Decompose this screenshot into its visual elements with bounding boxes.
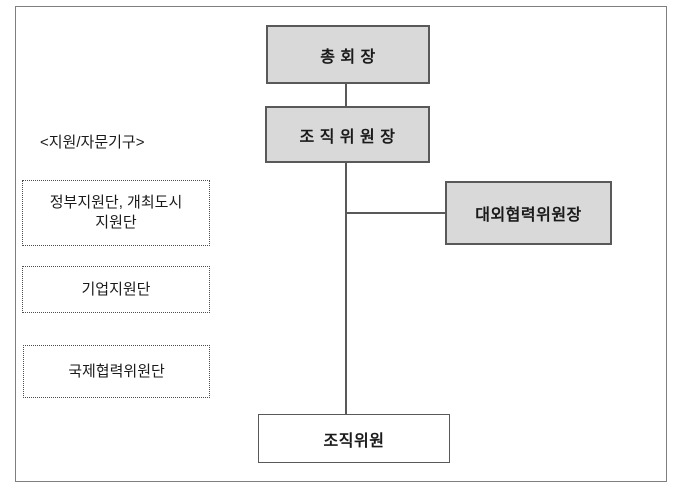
chart-outer-frame <box>15 6 667 482</box>
org-node-organizing-members: 조직위원 <box>258 414 450 463</box>
org-node-external-cooperation-chairman-label: 대외협력위원장 <box>475 207 582 224</box>
support-box-international-cooperation-label: 국제협력위원단 <box>68 362 165 380</box>
org-node-organizing-chairman-label: 조 직 위 원 장 <box>299 128 396 146</box>
support-box-corporate: 기업지원단 <box>22 266 210 313</box>
connector-chairman-to-org-chairman <box>345 84 347 106</box>
support-box-government-host-city-label: 정부지원단, 개최도시 지원단 <box>49 194 183 231</box>
support-box-government-host-city: 정부지원단, 개최도시 지원단 <box>22 180 210 246</box>
connector-org-chairman-to-members <box>345 163 347 414</box>
org-node-chairman-label: 총 회 장 <box>320 48 376 66</box>
org-node-organizing-members-label: 조직위원 <box>323 432 385 450</box>
support-box-corporate-label: 기업지원단 <box>81 280 151 298</box>
connector-branch-to-external-cooperation <box>346 212 445 214</box>
org-node-organizing-chairman: 조 직 위 원 장 <box>265 106 430 163</box>
org-node-external-cooperation-chairman: 대외협력위원장 <box>445 181 612 245</box>
support-group-heading: <지원/자문기구> <box>40 134 145 151</box>
support-box-international-cooperation: 국제협력위원단 <box>23 345 210 398</box>
org-node-chairman: 총 회 장 <box>266 25 430 84</box>
